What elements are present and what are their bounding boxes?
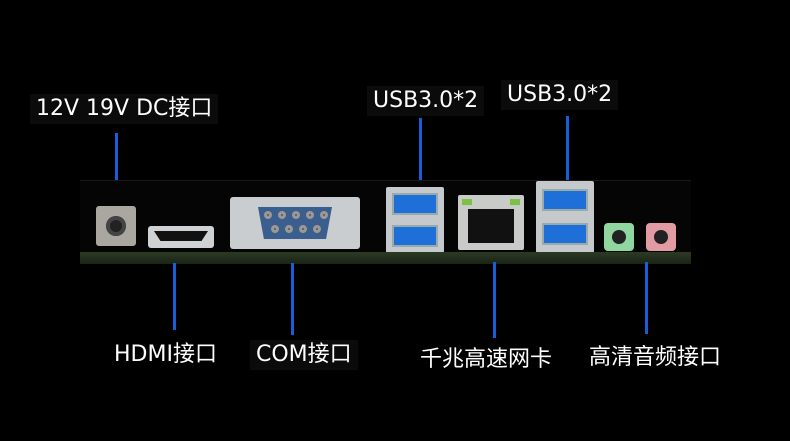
audio-jack-icon [604, 223, 634, 251]
com-connector [258, 207, 332, 239]
usb-slot-top [392, 193, 438, 215]
usb-right-label: USB3.0*2 [501, 80, 619, 110]
usb-slot-bottom [392, 225, 438, 247]
serial-com-port-icon [230, 197, 360, 249]
com-pin-icon [264, 211, 272, 219]
com-pin-icon [320, 211, 328, 219]
lan-led-right [510, 199, 520, 205]
lan-label: 千兆高速网卡 [420, 347, 553, 372]
audio-pointer-line [645, 262, 648, 334]
hdmi-label: HDMI接口 [114, 342, 217, 367]
lan-led-left [462, 199, 472, 205]
com-pin-icon [285, 225, 293, 233]
usb-port-icon [536, 181, 594, 253]
dc-pointer-line [115, 133, 118, 211]
lan-pointer-line [493, 262, 496, 338]
audio-label: 高清音频接口 [589, 345, 722, 370]
usb-right-pointer-line [566, 116, 569, 181]
com-label: COM接口 [250, 340, 358, 370]
usb-slot-top [542, 189, 588, 211]
com-pin-icon [306, 211, 314, 219]
com-pointer-line [291, 263, 294, 335]
com-pin-icon [299, 225, 307, 233]
audio-jack-icon [646, 223, 676, 251]
usb-slot-bottom [542, 223, 588, 245]
com-pin-icon [292, 211, 300, 219]
hdmi-port-icon [148, 226, 214, 248]
usb-port-icon [386, 187, 444, 253]
usb-left-pointer-line [419, 118, 422, 185]
usb-left-label: USB3.0*2 [367, 86, 485, 116]
com-pin-icon [271, 225, 279, 233]
dc-jack-icon [96, 206, 136, 246]
com-pin-icon [313, 225, 321, 233]
pcb-edge [80, 252, 691, 264]
dc-label: 12V 19V DC接口 [30, 94, 219, 124]
com-pin-icon [278, 211, 286, 219]
rj45-port-icon [458, 195, 524, 250]
hdmi-pointer-line [173, 263, 176, 330]
io-panel [80, 180, 691, 264]
